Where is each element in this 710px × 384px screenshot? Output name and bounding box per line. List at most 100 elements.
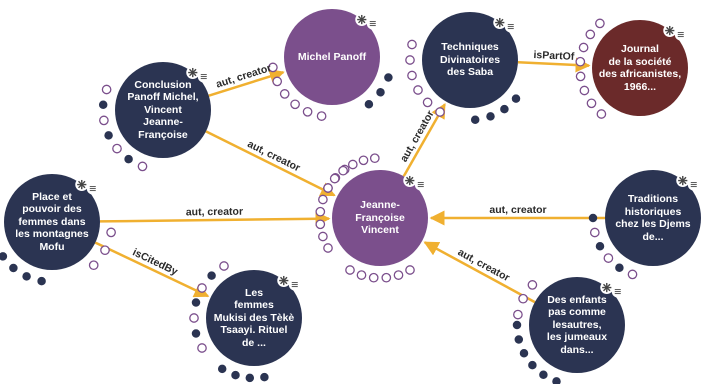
node-circle[interactable] [284, 9, 380, 105]
satellite-dot[interactable] [290, 99, 300, 110]
satellite-dot[interactable] [191, 298, 201, 307]
satellite-dot[interactable] [191, 329, 201, 338]
satellite-dot[interactable] [588, 213, 598, 223]
satellite-dot[interactable] [101, 84, 112, 95]
edge-place-femmes[interactable] [94, 241, 210, 298]
satellite-dot[interactable] [279, 89, 290, 99]
node-journal[interactable] [592, 20, 688, 116]
node-circle[interactable] [592, 20, 688, 116]
satellite-dot[interactable] [197, 343, 207, 353]
satellite-dot[interactable] [518, 293, 528, 304]
satellite-dot[interactable] [9, 263, 18, 273]
satellite-dot[interactable] [585, 29, 596, 40]
satellite-dot[interactable] [512, 320, 522, 330]
satellite-dot[interactable] [315, 206, 326, 217]
satellite-dot[interactable] [615, 263, 624, 272]
satellite-dot[interactable] [586, 98, 597, 109]
satellite-dot[interactable] [514, 335, 524, 344]
node-techniques[interactable] [422, 12, 518, 108]
satellite-dot[interactable] [260, 372, 269, 382]
edge-conclusion-vincent[interactable] [205, 130, 336, 197]
satellite-dot[interactable] [207, 271, 216, 280]
gear-icon[interactable] [663, 24, 677, 38]
satellite-dot[interactable] [513, 309, 523, 320]
node-circle[interactable] [332, 170, 428, 266]
node-circle[interactable] [206, 270, 302, 366]
gear-icon[interactable] [493, 16, 507, 30]
edge-enfants-vincent[interactable] [423, 241, 536, 304]
satellite-dot[interactable] [231, 370, 240, 380]
satellite-dot[interactable] [347, 159, 358, 170]
satellite-dot[interactable] [22, 272, 31, 281]
satellite-dot[interactable] [100, 245, 110, 256]
satellite-dot[interactable] [627, 269, 638, 280]
satellite-dot[interactable] [318, 231, 328, 242]
satellite-dot[interactable] [302, 106, 313, 117]
satellite-dot[interactable] [323, 183, 333, 193]
satellite-dot[interactable] [486, 112, 495, 121]
node-traditions[interactable] [605, 170, 701, 266]
node-circle[interactable] [529, 277, 625, 373]
satellite-dot[interactable] [323, 243, 333, 253]
satellite-dot[interactable] [124, 154, 133, 164]
satellite-dot[interactable] [37, 276, 46, 286]
satellite-dot[interactable] [364, 100, 374, 109]
satellite-dot[interactable] [381, 272, 392, 283]
satellite-dot[interactable] [358, 155, 369, 166]
gear-icon[interactable] [676, 174, 690, 188]
satellite-dot[interactable] [0, 252, 8, 261]
satellite-dot[interactable] [345, 265, 355, 275]
edge-conclusion-panoff[interactable] [208, 69, 285, 97]
node-circle[interactable] [115, 62, 211, 158]
satellite-dot[interactable] [219, 261, 229, 271]
satellite-dot[interactable] [511, 94, 521, 103]
menu-lines-icon[interactable] [86, 182, 99, 195]
satellite-dot[interactable] [197, 283, 207, 293]
satellite-dot[interactable] [268, 62, 278, 73]
node-circle[interactable] [422, 12, 518, 108]
gear-icon[interactable] [600, 281, 614, 295]
satellite-dot[interactable] [368, 272, 379, 283]
satellite-dot[interactable] [329, 173, 340, 184]
menu-lines-icon[interactable] [674, 28, 687, 41]
satellite-dot[interactable] [217, 364, 227, 374]
satellite-dot[interactable] [539, 370, 548, 379]
gear-icon[interactable] [186, 66, 200, 80]
satellite-dot[interactable] [137, 161, 148, 172]
satellite-dot[interactable] [578, 42, 589, 53]
satellite-dot[interactable] [595, 18, 605, 29]
node-panoff[interactable] [284, 9, 380, 105]
satellite-dot[interactable] [99, 115, 109, 126]
satellite-dot[interactable] [104, 131, 113, 140]
gear-icon[interactable] [403, 174, 417, 188]
satellite-dot[interactable] [356, 270, 367, 280]
satellite-dot[interactable] [189, 313, 199, 323]
satellite-dot[interactable] [552, 377, 561, 384]
satellite-dot[interactable] [272, 76, 283, 87]
satellite-dot[interactable] [595, 241, 605, 251]
satellite-dot[interactable] [470, 115, 480, 125]
satellite-dot[interactable] [603, 253, 614, 263]
satellite-dot[interactable] [316, 111, 327, 121]
menu-lines-icon[interactable] [197, 70, 210, 83]
menu-lines-icon[interactable] [288, 278, 301, 291]
satellite-dot[interactable] [527, 280, 538, 290]
satellite-dot[interactable] [413, 85, 423, 95]
satellite-dot[interactable] [407, 39, 417, 50]
node-conclusion[interactable] [115, 62, 211, 158]
gear-icon[interactable] [355, 13, 369, 27]
satellite-dot[interactable] [369, 153, 380, 164]
menu-lines-icon[interactable] [366, 17, 379, 30]
satellite-dot[interactable] [338, 165, 348, 176]
gear-icon[interactable] [277, 274, 291, 288]
satellite-dot[interactable] [315, 219, 326, 230]
satellite-dot[interactable] [384, 73, 393, 82]
satellite-dot[interactable] [435, 107, 445, 117]
satellite-dot[interactable] [245, 373, 255, 383]
satellite-dot[interactable] [528, 360, 537, 370]
satellite-dot[interactable] [575, 71, 586, 82]
satellite-dot[interactable] [98, 100, 108, 110]
node-place[interactable] [4, 174, 100, 270]
satellite-dot[interactable] [407, 70, 417, 81]
node-vincent[interactable] [332, 170, 428, 266]
